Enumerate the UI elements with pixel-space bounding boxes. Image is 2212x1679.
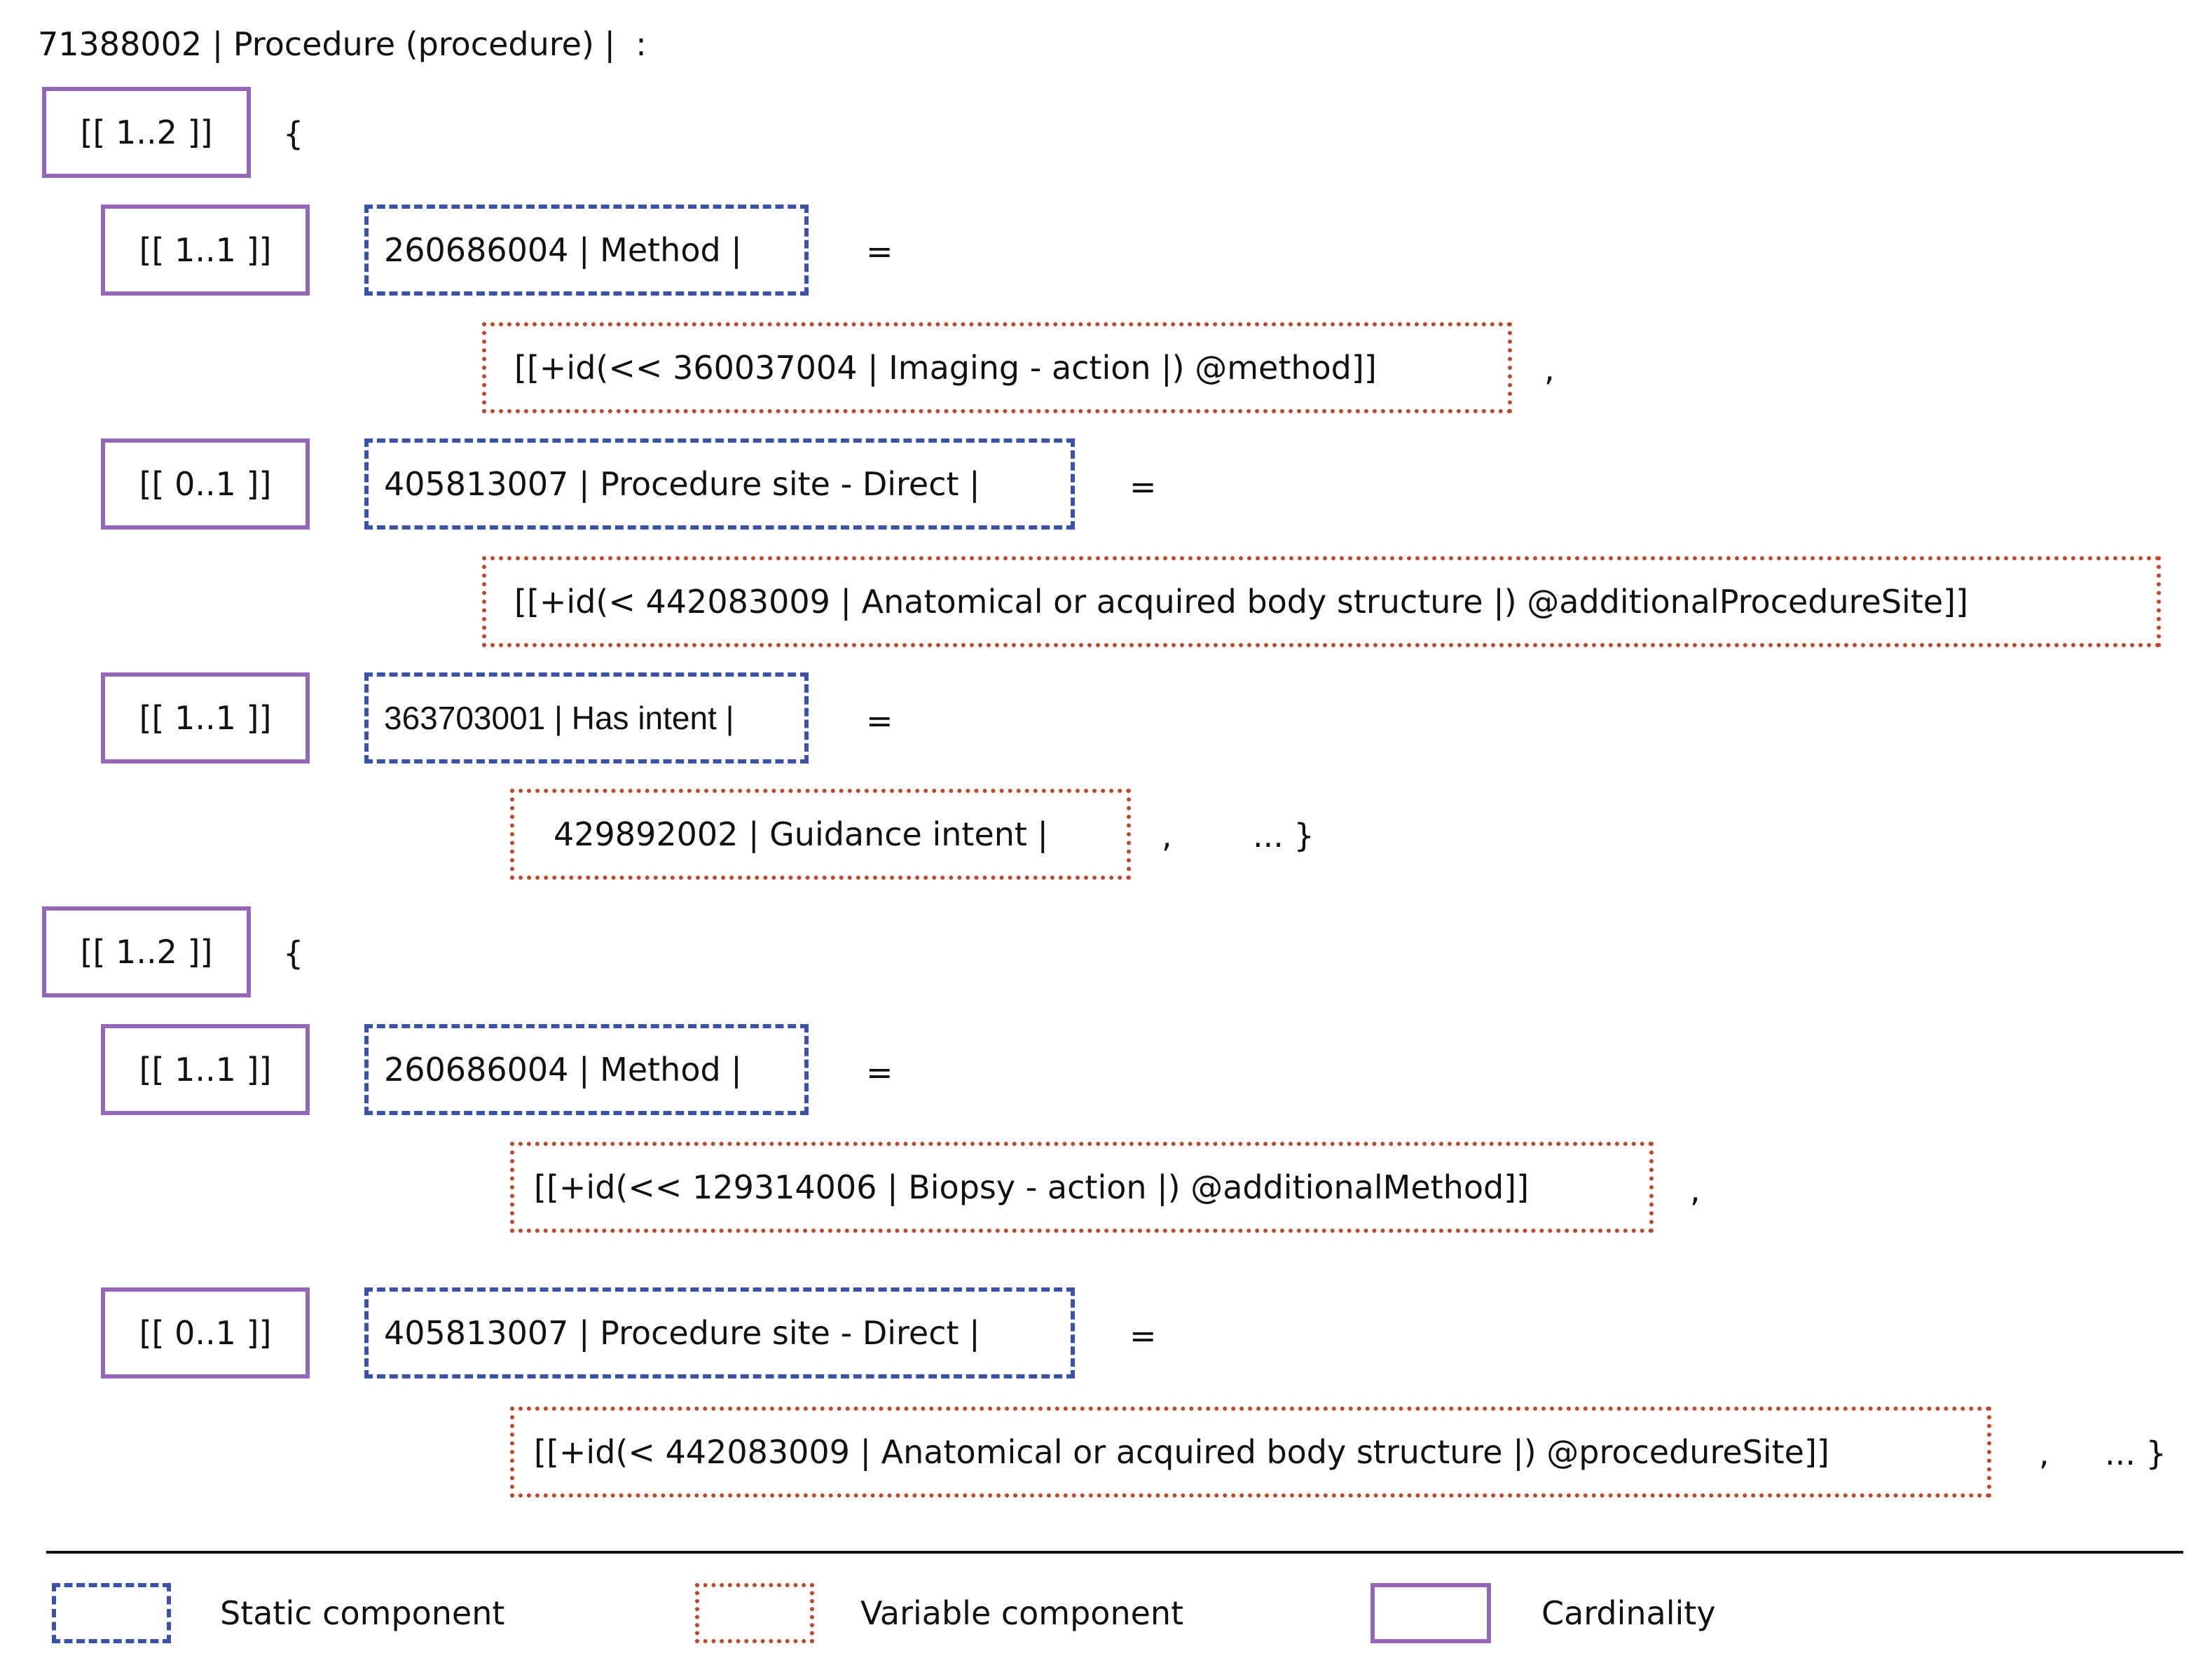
group-1-ellipsis-close-brace: ... } [1253,817,1314,855]
group-2-row-1-trailing-comma: , [1690,1171,1701,1209]
group-2-row-1-cardinality-box: [[ 1..1 ]] [101,1024,310,1115]
group-1-row-3-value-box: 429892002 | Guidance intent | [510,789,1131,880]
group-2-ellipsis-close-brace: ... } [2105,1435,2166,1472]
group-1-row-2-attribute-box: 405813007 | Procedure site - Direct | [364,438,1075,530]
group-1-row-3-attribute-box: 363703001 | Has intent | [364,672,809,764]
group-2-row-1-value-box: [[+id(<< 129314006 | Biopsy - action |) … [510,1142,1654,1233]
legend-cardinality-swatch [1371,1583,1491,1643]
legend-static-label: Static component [220,1594,505,1632]
group-2-row-1-equals: = [866,1053,893,1091]
legend-variable-swatch [695,1583,814,1643]
legend-cardinality-label: Cardinality [1541,1594,1716,1632]
group-1-row-3-equals: = [866,702,893,740]
expression-header: 71388002 | Procedure (procedure) | : [38,25,647,63]
group-1-row-1-cardinality-box: [[ 1..1 ]] [101,205,310,296]
group-2-row-2-attribute-box: 405813007 | Procedure site - Direct | [364,1287,1075,1379]
group-1-row-2-cardinality-box: [[ 0..1 ]] [101,438,310,530]
group-1-row-2-value-box: [[+id(< 442083009 | Anatomical or acquir… [482,556,2161,647]
group-1-cardinality-box: [[ 1..2 ]] [42,87,251,178]
group-2-row-2-trailing-comma: , [2039,1435,2049,1472]
group-1-row-3-cardinality-box: [[ 1..1 ]] [101,672,310,764]
legend-static-swatch [52,1583,171,1643]
group-2-open-brace: { [283,934,304,972]
group-2-row-2-cardinality-box: [[ 0..1 ]] [101,1287,310,1379]
legend-divider [46,1551,2183,1554]
group-2-row-2-value-box: [[+id(< 442083009 | Anatomical or acquir… [510,1407,1991,1498]
group-1-open-brace: { [283,115,304,153]
group-2-row-2-equals: = [1129,1317,1157,1355]
legend-variable-label: Variable component [860,1594,1184,1632]
group-2-row-1-attribute-box: 260686004 | Method | [364,1024,809,1115]
group-1-row-1-equals: = [866,233,893,270]
group-1-row-1-value-box: [[+id(<< 360037004 | Imaging - action |)… [482,322,1512,413]
group-1-row-2-equals: = [1129,468,1157,506]
group-1-row-1-attribute-box: 260686004 | Method | [364,205,809,296]
group-2-cardinality-box: [[ 1..2 ]] [42,906,251,997]
group-1-row-3-trailing-comma: , [1162,817,1172,855]
group-1-row-1-trailing-comma: , [1544,350,1555,388]
